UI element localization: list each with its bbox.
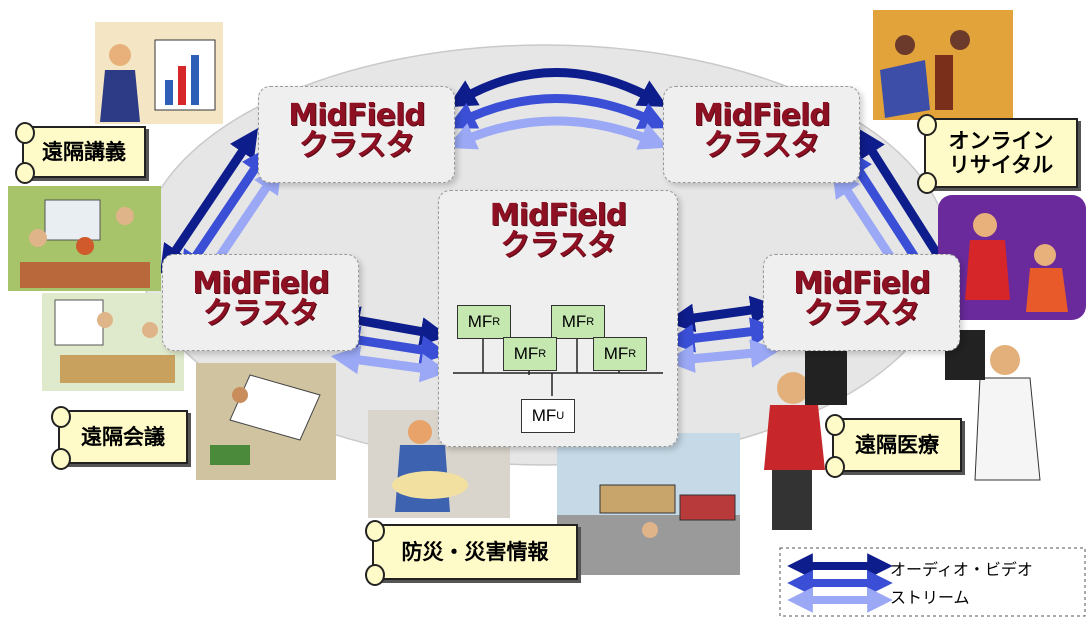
- disaster-scene-illustration: [196, 363, 336, 480]
- label-text: 防災・災害情報: [401, 539, 549, 564]
- cluster-title: MidField: [489, 198, 628, 233]
- node-subscript: R: [586, 316, 595, 328]
- cluster-mid-right: MidField クラスタ: [763, 254, 960, 351]
- node-subscript: U: [556, 410, 565, 422]
- cluster-mid-left: MidField クラスタ: [162, 254, 359, 351]
- label-online-recital: オンライン リサイタル: [917, 114, 1078, 194]
- legend-label-line1: オーディオ・ビデオ: [890, 560, 1033, 579]
- lecture-presenter-illustration: [95, 22, 223, 124]
- cluster-subtitle: クラスタ: [298, 128, 415, 163]
- node-label: MF: [561, 312, 587, 331]
- label-text-line2: リサイタル: [948, 153, 1054, 177]
- label-remote-medical: 遠隔医療: [825, 414, 962, 478]
- doctor-illustration: [945, 330, 1041, 481]
- label-text: 遠隔会議: [81, 424, 165, 449]
- cluster-subtitle: クラスタ: [803, 296, 920, 331]
- singer-illustration: [938, 195, 1086, 320]
- conference-illustration: [42, 293, 184, 391]
- cluster-title: MidField: [288, 98, 426, 133]
- cluster-title: MidField: [793, 266, 931, 301]
- stream-arrow-top: [446, 68, 669, 150]
- node-label: MF: [603, 344, 629, 363]
- legend-label-line2: ストリーム: [890, 588, 970, 607]
- cluster-title: MidField: [693, 98, 831, 133]
- label-disaster-info: 防災・災害情報: [365, 520, 578, 586]
- patient-illustration: [764, 345, 847, 530]
- cluster-top-left: MidField クラスタ: [258, 86, 455, 183]
- cluster-subtitle: クラスタ: [703, 128, 820, 163]
- meeting-room-illustration: [8, 186, 161, 291]
- stream-arrow-mid-left: [330, 306, 450, 383]
- label-remote-lecture: 遠隔講義: [15, 122, 146, 184]
- legend-arrow: [787, 553, 893, 613]
- node-label: MF: [513, 344, 539, 363]
- label-text: 遠隔医療: [855, 432, 939, 457]
- node-subscript: R: [492, 316, 501, 328]
- cluster-subtitle: クラスタ: [500, 228, 616, 263]
- node-subscript: R: [538, 348, 547, 360]
- label-text: 遠隔講義: [42, 139, 126, 164]
- traffic-accident-illustration: [557, 433, 740, 575]
- band-illustration: [873, 10, 1013, 120]
- label-text-line1: オンライン: [948, 128, 1054, 153]
- node-subscript: R: [628, 348, 637, 360]
- node-label: MF: [467, 312, 493, 331]
- cluster-title: MidField: [192, 266, 330, 301]
- cluster-subtitle: クラスタ: [202, 296, 319, 331]
- label-remote-meeting: 遠隔会議: [51, 406, 188, 470]
- node-label: MF: [531, 406, 557, 425]
- stream-arrow-mid-right: [665, 295, 780, 373]
- cluster-top-right: MidField クラスタ: [663, 86, 860, 183]
